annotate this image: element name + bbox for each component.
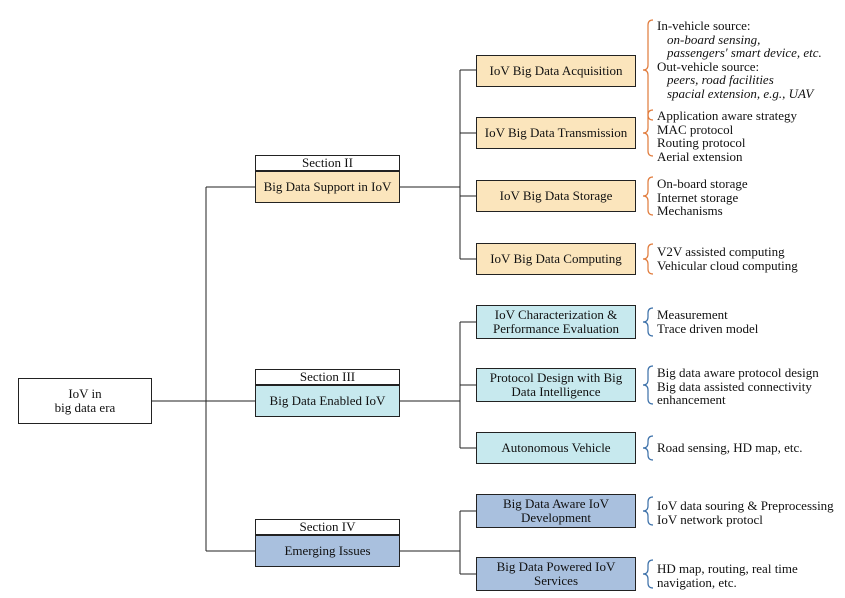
note-line: Aerial extension bbox=[657, 148, 743, 164]
section-iii-title: Big Data Enabled IoV bbox=[255, 385, 400, 417]
topic-storage: IoV Big Data Storage bbox=[476, 180, 636, 212]
topic-acquisition: IoV Big Data Acquisition bbox=[476, 55, 636, 87]
note-line: Road sensing, HD map, etc. bbox=[657, 440, 803, 455]
note-line: Routing protocol bbox=[657, 135, 746, 150]
note-line: enhancement bbox=[657, 392, 726, 407]
note-line: Out-vehicle source: bbox=[657, 58, 760, 74]
topic-characterization: IoV Characterization & Performance Evalu… bbox=[476, 305, 636, 339]
note-line: passengers' smart device, etc. bbox=[667, 45, 822, 60]
brace-transmission bbox=[642, 109, 654, 157]
note-line: Trace driven model bbox=[657, 320, 759, 336]
brace-acquisition bbox=[642, 19, 654, 121]
note-line: Big data assisted connectivity bbox=[657, 378, 812, 394]
note-line: Mechanisms bbox=[657, 203, 723, 218]
brace-protocol bbox=[642, 365, 654, 405]
note-line: Internet storage bbox=[657, 189, 739, 205]
section-iii-header: Section III bbox=[255, 369, 400, 385]
notes-computing: V2V assisted computing Vehicular cloud c… bbox=[657, 245, 798, 272]
note-line: HD map, routing, real time bbox=[657, 561, 798, 576]
topic-protocol-design: Protocol Design with Big Data Intelligen… bbox=[476, 368, 636, 402]
brace-storage bbox=[642, 176, 654, 216]
note-line: MAC protocol bbox=[657, 121, 734, 137]
section-ii-header: Section II bbox=[255, 155, 400, 171]
brace-computing bbox=[642, 243, 654, 275]
topic-iov-services: Big Data Powered IoV Services bbox=[476, 557, 636, 591]
note-line: navigation, etc. bbox=[657, 574, 737, 590]
note-line: Vehicular cloud computing bbox=[657, 257, 798, 273]
note-line: In-vehicle source: bbox=[657, 18, 751, 33]
section-iv-header: Section IV bbox=[255, 519, 400, 535]
notes-acquisition: In-vehicle source: on-board sensing, pas… bbox=[657, 19, 822, 100]
note-line: Application aware strategy bbox=[657, 108, 798, 123]
note-line: On-board storage bbox=[657, 176, 748, 191]
note-line: Measurement bbox=[657, 307, 728, 322]
brace-characterization bbox=[642, 307, 654, 337]
brace-services bbox=[642, 559, 654, 589]
notes-storage: On-board storage Internet storage Mechan… bbox=[657, 177, 748, 218]
notes-autonomous-vehicle: Road sensing, HD map, etc. bbox=[657, 441, 803, 455]
note-line: V2V assisted computing bbox=[657, 244, 785, 259]
brace-development bbox=[642, 496, 654, 526]
section-iv-title: Emerging Issues bbox=[255, 535, 400, 567]
note-line: IoV data souring & Preprocessing bbox=[657, 498, 834, 513]
notes-iov-development: IoV data souring & Preprocessing IoV net… bbox=[657, 499, 834, 526]
note-line: on-board sensing, bbox=[667, 31, 761, 47]
topic-transmission: IoV Big Data Transmission bbox=[476, 117, 636, 149]
notes-protocol-design: Big data aware protocol design Big data … bbox=[657, 366, 819, 407]
notes-characterization: Measurement Trace driven model bbox=[657, 308, 758, 335]
section-ii-title: Big Data Support in IoV bbox=[255, 171, 400, 203]
notes-iov-services: HD map, routing, real time navigation, e… bbox=[657, 562, 798, 589]
note-line: Big data aware protocol design bbox=[657, 365, 819, 380]
notes-transmission: Application aware strategy MAC protocol … bbox=[657, 109, 797, 163]
note-line: peers, road facilities bbox=[667, 72, 774, 87]
topic-autonomous-vehicle: Autonomous Vehicle bbox=[476, 432, 636, 464]
note-line: spacial extension, e.g., UAV bbox=[667, 85, 814, 101]
brace-autonomous bbox=[642, 435, 654, 461]
topic-computing: IoV Big Data Computing bbox=[476, 243, 636, 275]
topic-iov-development: Big Data Aware IoV Development bbox=[476, 494, 636, 528]
root-node: IoV in big data era bbox=[18, 378, 152, 424]
note-line: IoV network protocl bbox=[657, 511, 763, 527]
